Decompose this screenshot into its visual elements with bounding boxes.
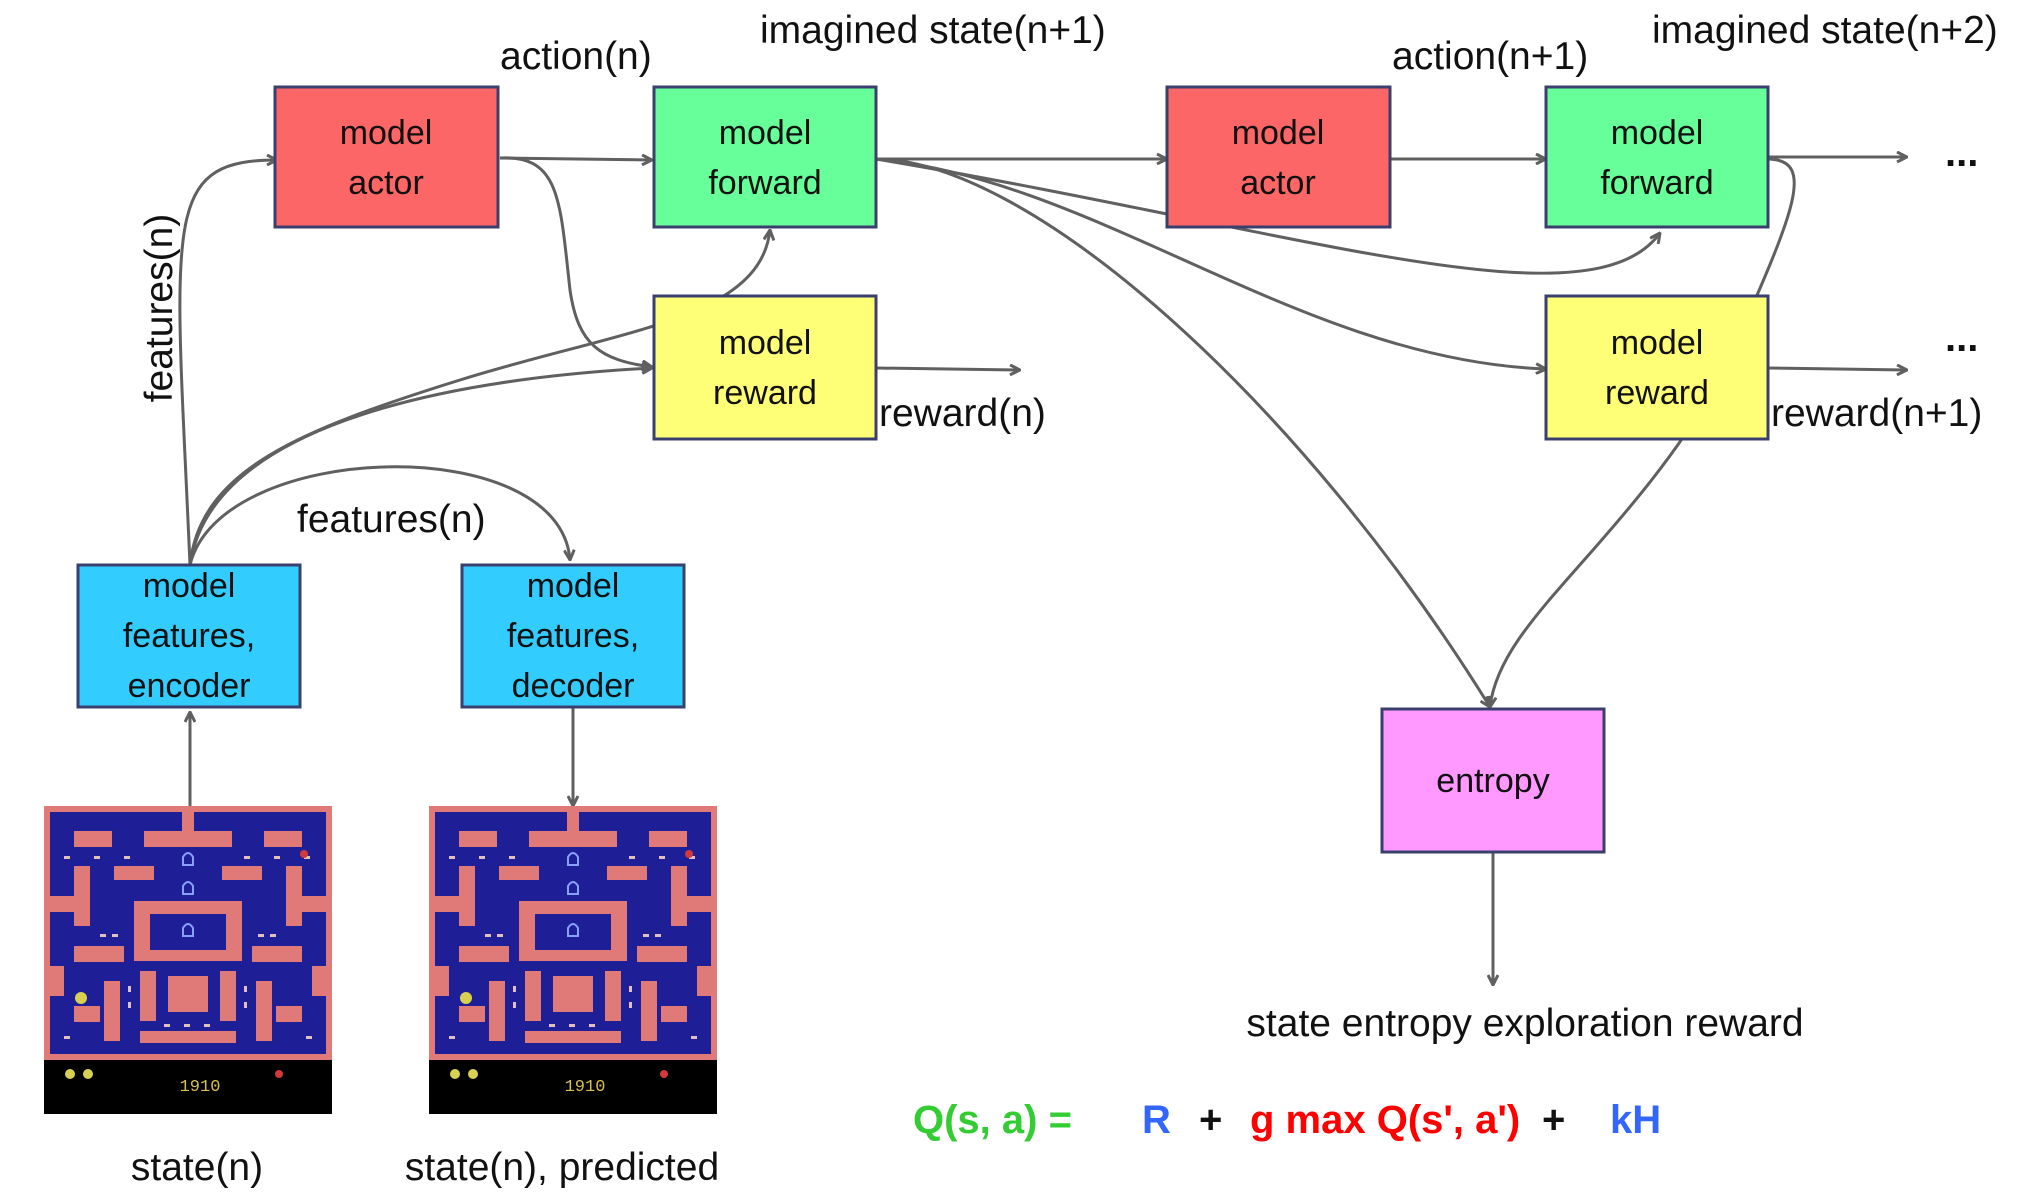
label-state-n-predicted: state(n), predicted (405, 1146, 719, 1189)
ellipsis-mid: ... (1945, 316, 1978, 360)
actor-n-rect (273, 85, 500, 229)
decoder-line2: features, (507, 617, 639, 655)
edge-forward-to-forward-n1 (875, 157, 1660, 275)
encoder-rect (76, 563, 302, 709)
edge-actor-to-reward (499, 156, 652, 367)
edge-forward-to-reward-n1 (875, 157, 1546, 369)
game-score: 1910 (180, 1078, 221, 1097)
box-decoder: model features, decoder (460, 563, 686, 709)
label-state-n: state(n) (131, 1146, 263, 1189)
edge-forward-to-entropy (875, 157, 1490, 707)
edge-encoder-to-actor (178, 160, 277, 566)
edge-reward-n-out (875, 368, 1020, 370)
box-encoder: model features, encoder (76, 563, 302, 709)
forward-n-rect (652, 85, 878, 229)
encoder-line1: model (143, 567, 236, 605)
label-imagined-state-n2: imagined state(n+2) (1652, 9, 1998, 52)
actor-n-line1: model (340, 114, 433, 152)
entropy-rect (1380, 707, 1606, 854)
label-imagined-state-n1: imagined state(n+1) (760, 9, 1106, 52)
forward-n-line2: forward (708, 164, 821, 202)
reward-n1-line1: model (1611, 324, 1704, 362)
reward-n-line2: reward (713, 374, 817, 412)
actor-n1-line2: actor (1240, 164, 1316, 202)
decoder-line1: model (527, 567, 620, 605)
box-forward-n1: model forward (1544, 85, 1770, 229)
box-actor-n1: model actor (1165, 85, 1392, 229)
label-action-n1: action(n+1) (1392, 35, 1588, 78)
label-entropy-output: state entropy exploration reward (1246, 1002, 1803, 1045)
game-screen-state: 1910 (43, 805, 333, 1115)
edge-encoder-to-decoder (188, 465, 570, 566)
eq-q: Q(s, a) = (913, 1098, 1072, 1142)
eq-plus2: + (1542, 1098, 1565, 1142)
forward-n1-line2: forward (1600, 164, 1713, 202)
eq-gmax: g max Q(s', a') (1250, 1098, 1520, 1142)
reward-n1-line2: reward (1605, 374, 1709, 412)
q-equation: Q(s, a) = R + g max Q(s', a') + kH (913, 1098, 1661, 1142)
reward-n-line1: model (719, 324, 812, 362)
box-reward-n1: model reward (1544, 294, 1770, 441)
forward-n1-rect (1544, 85, 1770, 229)
forward-n-line1: model (719, 114, 812, 152)
actor-n1-rect (1165, 85, 1392, 229)
edge-actor-to-forward (499, 158, 652, 160)
eq-kh: kH (1610, 1098, 1661, 1142)
game-score-predicted: 1910 (565, 1078, 606, 1097)
label-reward-n1: reward(n+1) (1771, 392, 1982, 435)
game-screen-state-predicted: 1910 (428, 805, 718, 1115)
edge-reward-n1-out (1767, 368, 1907, 370)
decoder-line3: decoder (512, 667, 635, 705)
eq-plus1: + (1199, 1098, 1222, 1142)
label-features-vertical: features(n) (138, 214, 181, 403)
encoder-line2: features, (123, 617, 255, 655)
encoder-line3: encoder (128, 667, 251, 705)
box-actor-n: model actor (273, 85, 500, 229)
label-reward-n: reward(n) (879, 392, 1046, 435)
label-action-n: action(n) (500, 35, 652, 78)
actor-n-line2: actor (348, 164, 424, 202)
reward-n-rect (652, 294, 878, 441)
eq-r: R (1142, 1098, 1171, 1142)
box-entropy: entropy (1380, 707, 1606, 854)
box-forward-n: model forward (652, 85, 878, 229)
actor-n1-line1: model (1232, 114, 1325, 152)
forward-n1-line1: model (1611, 114, 1704, 152)
box-reward-n: model reward (652, 294, 878, 441)
edge-encoder-to-reward (188, 368, 652, 566)
ellipsis-top: ... (1945, 131, 1978, 175)
reward-n1-rect (1544, 294, 1770, 441)
entropy-line1: entropy (1436, 762, 1549, 800)
label-features-horizontal: features(n) (297, 498, 486, 541)
decoder-rect (460, 563, 686, 709)
